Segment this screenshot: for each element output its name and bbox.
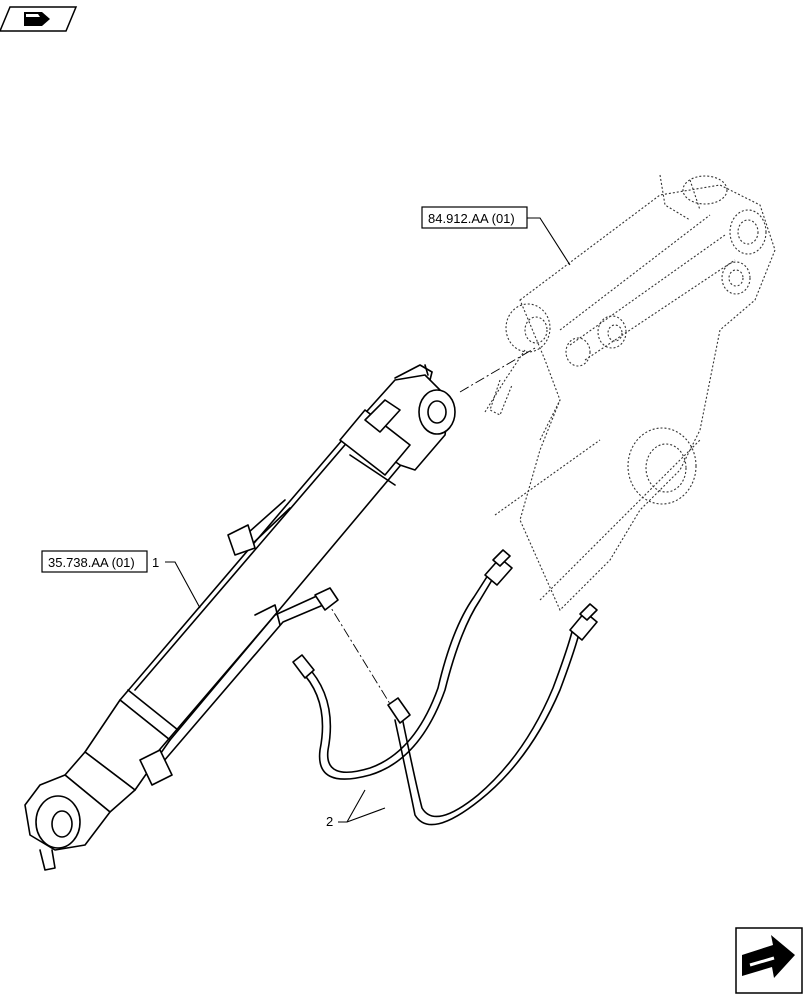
svg-text:84.912.AA (01): 84.912.AA (01) xyxy=(428,211,515,226)
boom-outline xyxy=(484,174,776,611)
svg-text:35.738.AA (01): 35.738.AA (01) xyxy=(48,555,135,570)
boom-reference-leader xyxy=(527,217,571,266)
alignment-line-hose xyxy=(324,597,396,713)
cylinder-reference-label[interactable]: 35.738.AA (01) xyxy=(41,550,148,573)
next-page-arrow-icon[interactable] xyxy=(735,927,803,994)
boom-reference-label[interactable]: 84.912.AA (01) xyxy=(421,206,528,229)
callout-2-leader xyxy=(338,789,386,823)
callout-1-leader xyxy=(165,561,201,609)
callout-2: 2 xyxy=(326,814,333,829)
alignment-line-boom xyxy=(459,347,536,393)
hydraulic-cylinder xyxy=(24,364,456,871)
hydraulic-hoses xyxy=(292,549,598,826)
book-arrow-icon[interactable] xyxy=(0,6,78,32)
callout-1: 1 xyxy=(152,555,159,570)
